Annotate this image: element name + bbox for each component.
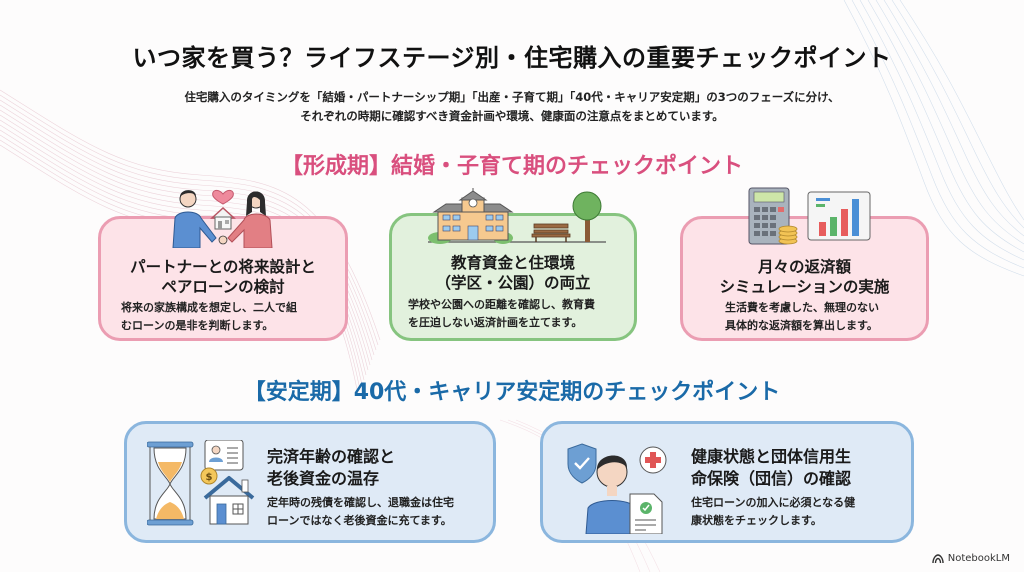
card-title-line-2: ペアローンの検討 [161, 278, 285, 296]
card-desc-line-1: 将来の家族構成を想定し、二人で組 [121, 301, 297, 314]
card-title: 完済年齢の確認と 老後資金の温存 [267, 446, 395, 490]
card-title-line-1: 月々の返済額 [757, 258, 851, 276]
card-education-environment: 教育資金と住環境 （学区・公園）の両立 学校や公園への距離を確認し、教育費 を圧… [389, 213, 637, 341]
card-title: 教育資金と住環境 （学区・公園）の両立 [392, 253, 634, 293]
intro-line-2: それぞれの時期に確認すべき資金計画や環境、健康面の注意点をまとめています。 [300, 109, 724, 123]
brand-label: NotebookLM [947, 553, 1010, 564]
hourglass-house-icon: $ [147, 440, 255, 526]
card-repayment-simulation: 月々の返済額 シミュレーションの実施 生活費を考慮した、無理のない 具体的な返済… [680, 216, 929, 341]
notebooklm-logo-icon [932, 553, 944, 563]
couple-house-heart-icon [172, 189, 273, 248]
card-description: 学校や公園への距離を確認し、教育費 を圧迫しない返済計画を立てます。 [408, 296, 628, 332]
card-desc-line-2: ローンではなく老後資金に充てます。 [267, 514, 452, 527]
health-insurance-icon [567, 443, 667, 534]
card-title-line-2: 命保険（団信）の確認 [691, 469, 852, 488]
card-title: 健康状態と団体信用生 命保険（団信）の確認 [691, 446, 851, 490]
card-title-line-2: （学区・公園）の両立 [435, 274, 591, 292]
svg-text:$: $ [206, 472, 213, 483]
page-title: いつ家を買う？ライフステージ別・住宅購入の重要チェックポイント [132, 44, 892, 72]
card-desc-line-2: を圧迫しない返済計画を立てます。 [408, 316, 583, 329]
card-desc-line-1: 学校や公園への距離を確認し、教育費 [408, 298, 595, 311]
section-title-stable: 【安定期】40代・キャリア安定期のチェックポイント [243, 380, 781, 405]
card-title-line-1: 健康状態と団体信用生 [691, 447, 852, 466]
card-desc-line-1: 生活費を考慮した、無理のない [725, 301, 879, 314]
intro-line-1: 住宅購入のタイミングを「結婚・パートナーシップ期」「出産・子育て期」「40代・キ… [184, 90, 840, 104]
card-description: 住宅ローンの加入に必須となる健 康状態をチェックします。 [691, 494, 911, 530]
card-description: 定年時の残債を確認し、退職金は住宅 ローンではなく老後資金に充てます。 [267, 494, 487, 530]
card-desc-line-2: 具体的な返済額を算出します。 [725, 319, 878, 332]
card-description: 生活費を考慮した、無理のない 具体的な返済額を算出します。 [725, 299, 915, 335]
card-desc-line-1: 住宅ローンの加入に必須となる健 [691, 496, 856, 509]
card-title-line-1: 教育資金と住環境 [450, 254, 575, 272]
card-title: パートナーとの将来設計と ペアローンの検討 [101, 257, 345, 297]
card-desc-line-2: 康状態をチェックします。 [691, 514, 822, 527]
intro-text: 住宅購入のタイミングを「結婚・パートナーシップ期」「出産・子育て期」「40代・キ… [0, 88, 1024, 126]
card-desc-line-2: むローンの是非を判断します。 [121, 319, 274, 332]
card-title-line-2: 老後資金の温存 [267, 469, 380, 488]
card-desc-line-1: 定年時の残債を確認し、退職金は住宅 [267, 496, 454, 509]
school-park-icon [428, 188, 606, 244]
card-title-line-2: シミュレーションの実施 [719, 278, 890, 296]
card-title-line-1: 完済年齢の確認と [267, 447, 396, 466]
section-title-formation: 【形成期】結婚・子育て期のチェックポイント [280, 154, 743, 179]
card-title: 月々の返済額 シミュレーションの実施 [683, 257, 926, 297]
card-title-line-1: パートナーとの将来設計と [130, 258, 316, 276]
notebooklm-brand: NotebookLM [932, 553, 1010, 564]
calculator-chart-icon [748, 187, 871, 245]
card-description: 将来の家族構成を想定し、二人で組 むローンの是非を判断します。 [121, 299, 336, 335]
